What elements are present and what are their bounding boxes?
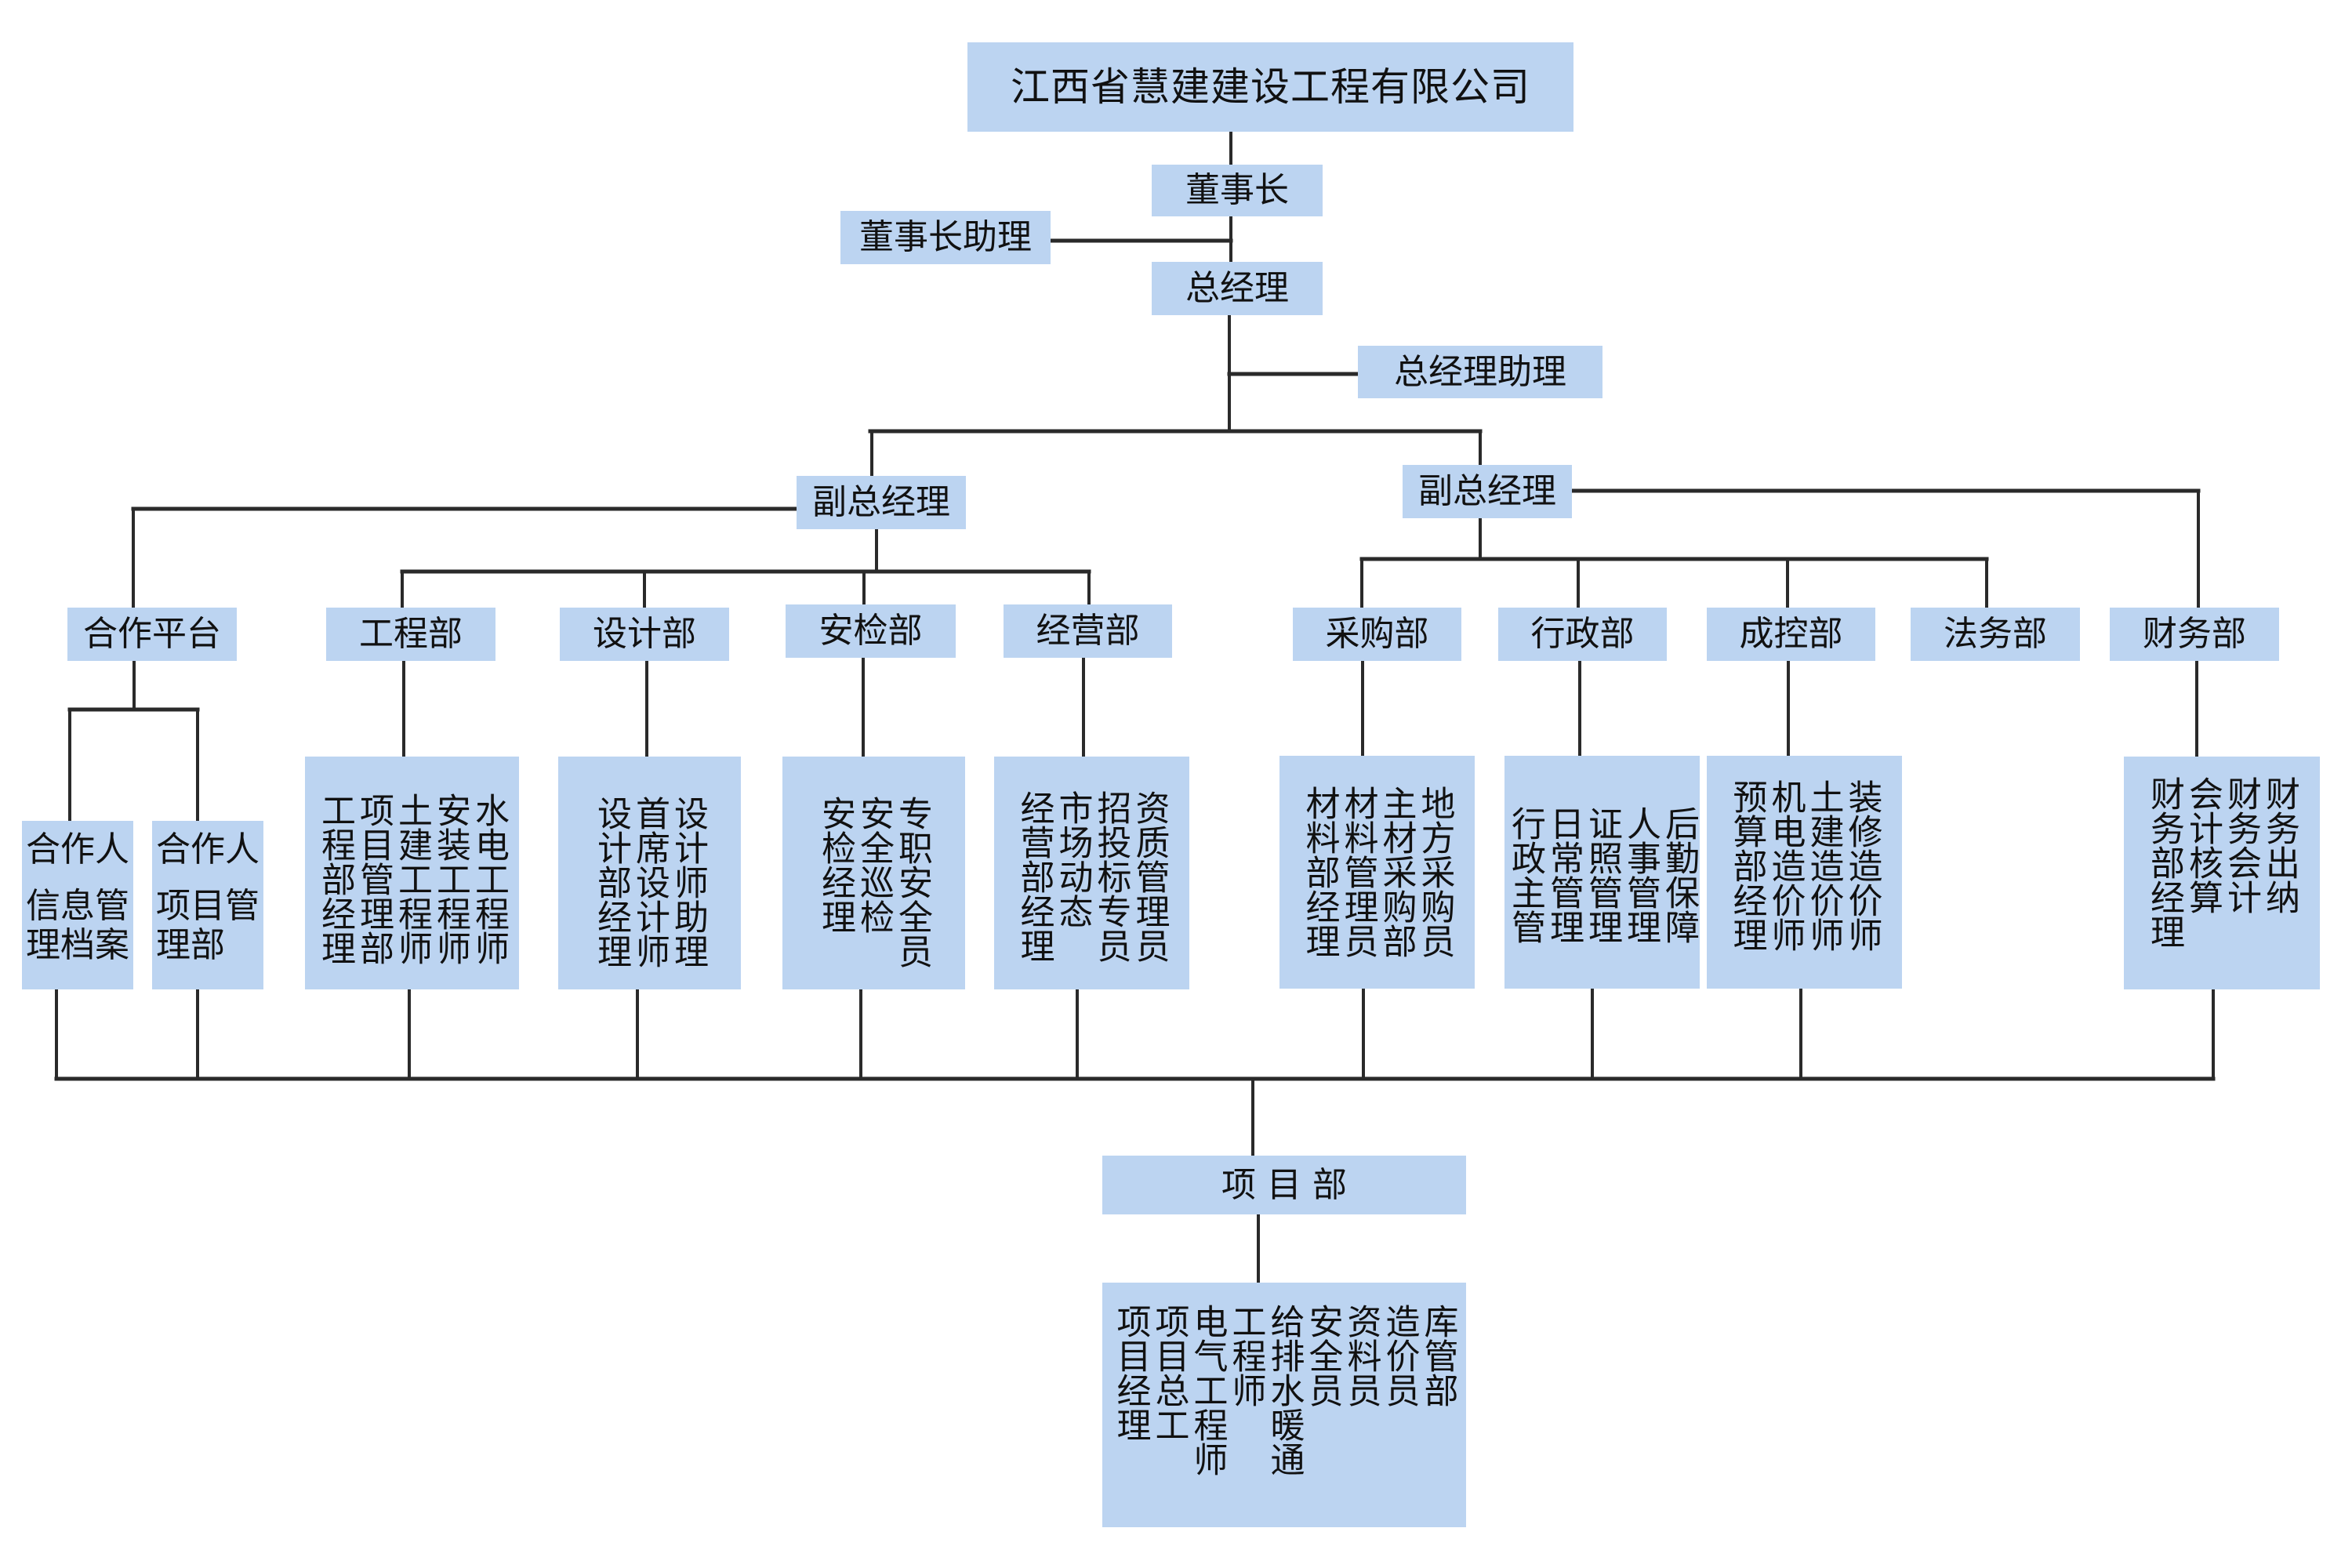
general-manager-assistant-box: 总经理助理 bbox=[1358, 346, 1602, 398]
role: 证照管理 bbox=[1582, 806, 1622, 944]
dept-design: 设计部 bbox=[560, 608, 729, 661]
role: 后勤保障 bbox=[1659, 806, 1699, 944]
role: 资质管理员 bbox=[1129, 790, 1170, 963]
company-name: 江西省慧建建设工程有限公司 bbox=[1011, 64, 1530, 110]
partner-unit-label: 合作人 bbox=[156, 829, 260, 869]
role: 财务会计 bbox=[2221, 776, 2261, 914]
dept-legal: 法务部 bbox=[1911, 608, 2080, 661]
role: 行政主管 bbox=[1505, 806, 1545, 944]
safety-roles-box: 安检经理 安全巡检 专职安全员 bbox=[782, 757, 965, 989]
role: 项目经理 bbox=[1110, 1304, 1151, 1442]
dept-name: 安检部 bbox=[818, 611, 923, 651]
chairman-label: 董事长 bbox=[1185, 170, 1289, 210]
role: 预算部经理 bbox=[1726, 779, 1767, 952]
finance-roles-box: 财务部经理 会计核算 财务会计 财务出纳 bbox=[2124, 757, 2320, 989]
administration-roles-box: 行政主管 日常管理 证照管理 人事管理 后勤保障 bbox=[1504, 756, 1700, 989]
role: 工程部经理 bbox=[315, 793, 355, 965]
role: 水电工程师 bbox=[469, 793, 509, 965]
dept-name: 行政部 bbox=[1530, 614, 1635, 654]
dept-partner-platform: 合作平台 bbox=[67, 608, 237, 661]
role: 安全员 bbox=[1302, 1304, 1343, 1407]
dept-business: 经营部 bbox=[1004, 604, 1172, 658]
partner-unit-text: 项目管理部 bbox=[156, 886, 260, 965]
dept-safety-inspection: 安检部 bbox=[786, 604, 956, 658]
role: 专职安全员 bbox=[892, 796, 932, 968]
role: 安全巡检 bbox=[854, 796, 894, 934]
role: 安检经理 bbox=[815, 796, 855, 934]
deputy-general-manager-label: 副总经理 bbox=[812, 482, 950, 522]
role: 电气工程师 bbox=[1187, 1304, 1228, 1476]
dept-name: 设计部 bbox=[593, 614, 696, 654]
role: 财务部经理 bbox=[2144, 776, 2184, 949]
role: 地方采购员 bbox=[1414, 786, 1455, 958]
project-department-name: 项 目 部 bbox=[1221, 1164, 1347, 1205]
role: 招投标专员 bbox=[1091, 790, 1131, 963]
role: 日常管理 bbox=[1544, 806, 1584, 944]
general-manager-label: 总经理 bbox=[1185, 268, 1289, 308]
role: 土建造价师 bbox=[1803, 779, 1844, 952]
role: 经营部经理 bbox=[1014, 790, 1054, 963]
role: 材料管理员 bbox=[1338, 786, 1378, 958]
engineering-roles-box: 工程部经理 项目管理部 土建工程师 安装工程师 水电工程师 bbox=[305, 757, 519, 989]
dept-name: 财务部 bbox=[2143, 614, 2246, 654]
role: 市场动态 bbox=[1052, 790, 1093, 928]
cost-control-roles-box: 预算部经理 机电造价师 土建造价师 装修造价师 bbox=[1707, 756, 1902, 989]
partner-unit-box: 合作人 项目管理部 bbox=[152, 821, 263, 989]
procurement-roles-box: 材料部经理 材料管理员 主材采购部 地方采购员 bbox=[1279, 756, 1475, 989]
dept-name: 成控部 bbox=[1739, 614, 1843, 654]
partner-unit-label: 合作人 bbox=[26, 829, 129, 869]
role: 会计核算 bbox=[2183, 776, 2223, 914]
chairman-assistant-box: 董事长助理 bbox=[840, 211, 1051, 264]
role: 项目管理部 bbox=[354, 793, 394, 965]
role: 装修造价师 bbox=[1842, 779, 1882, 952]
dept-name: 采购部 bbox=[1325, 614, 1429, 654]
role: 项目总工 bbox=[1149, 1304, 1189, 1442]
role: 给排水暖通 bbox=[1264, 1304, 1305, 1476]
role: 土建工程师 bbox=[392, 793, 432, 965]
role: 安装工程师 bbox=[430, 793, 470, 965]
role: 财务出纳 bbox=[2259, 776, 2299, 914]
role: 库管部 bbox=[1417, 1304, 1458, 1407]
partner-unit-text: 信息管理档案 bbox=[26, 886, 129, 965]
business-roles-box: 经营部经理 市场动态 招投标专员 资质管理员 bbox=[994, 757, 1189, 989]
role: 工程师 bbox=[1225, 1304, 1266, 1407]
dept-engineering: 工程部 bbox=[326, 608, 495, 661]
role: 主材采购部 bbox=[1376, 786, 1417, 958]
dept-cost-control: 成控部 bbox=[1707, 608, 1875, 661]
role: 设计部经理 bbox=[591, 796, 631, 968]
general-manager-box: 总经理 bbox=[1152, 262, 1323, 315]
dept-administration: 行政部 bbox=[1498, 608, 1667, 661]
dept-name: 经营部 bbox=[1036, 611, 1140, 651]
role: 资料员 bbox=[1341, 1304, 1381, 1407]
project-department-box: 项 目 部 bbox=[1102, 1156, 1466, 1214]
project-roles-box: 项目经理 项目总工 电气工程师 工程师 给排水暖通 安全员 资料员 造价员 库管… bbox=[1102, 1283, 1466, 1527]
role: 造价员 bbox=[1379, 1304, 1420, 1407]
role: 机电造价师 bbox=[1765, 779, 1806, 952]
dept-name: 合作平台 bbox=[83, 614, 221, 654]
dept-procurement: 采购部 bbox=[1293, 608, 1461, 661]
role: 首席设计师 bbox=[630, 796, 670, 968]
company-name-box: 江西省慧建建设工程有限公司 bbox=[967, 42, 1573, 132]
dept-finance: 财务部 bbox=[2110, 608, 2279, 661]
dept-name: 工程部 bbox=[359, 614, 463, 654]
role: 材料部经理 bbox=[1299, 786, 1340, 958]
dept-name: 法务部 bbox=[1944, 614, 2047, 654]
deputy-general-manager-right-box: 副总经理 bbox=[1403, 465, 1572, 518]
partner-unit-box: 合作人 信息管理档案 bbox=[22, 821, 133, 989]
deputy-general-manager-label: 副总经理 bbox=[1418, 471, 1556, 511]
deputy-general-manager-left-box: 副总经理 bbox=[797, 476, 966, 529]
role: 设计师助理 bbox=[668, 796, 708, 968]
design-roles-box: 设计部经理 首席设计师 设计师助理 bbox=[558, 757, 741, 989]
general-manager-assistant-label: 总经理助理 bbox=[1394, 351, 1566, 392]
chairman-box: 董事长 bbox=[1152, 165, 1323, 216]
role: 人事管理 bbox=[1621, 806, 1661, 944]
chairman-assistant-label: 董事长助理 bbox=[859, 217, 1032, 257]
